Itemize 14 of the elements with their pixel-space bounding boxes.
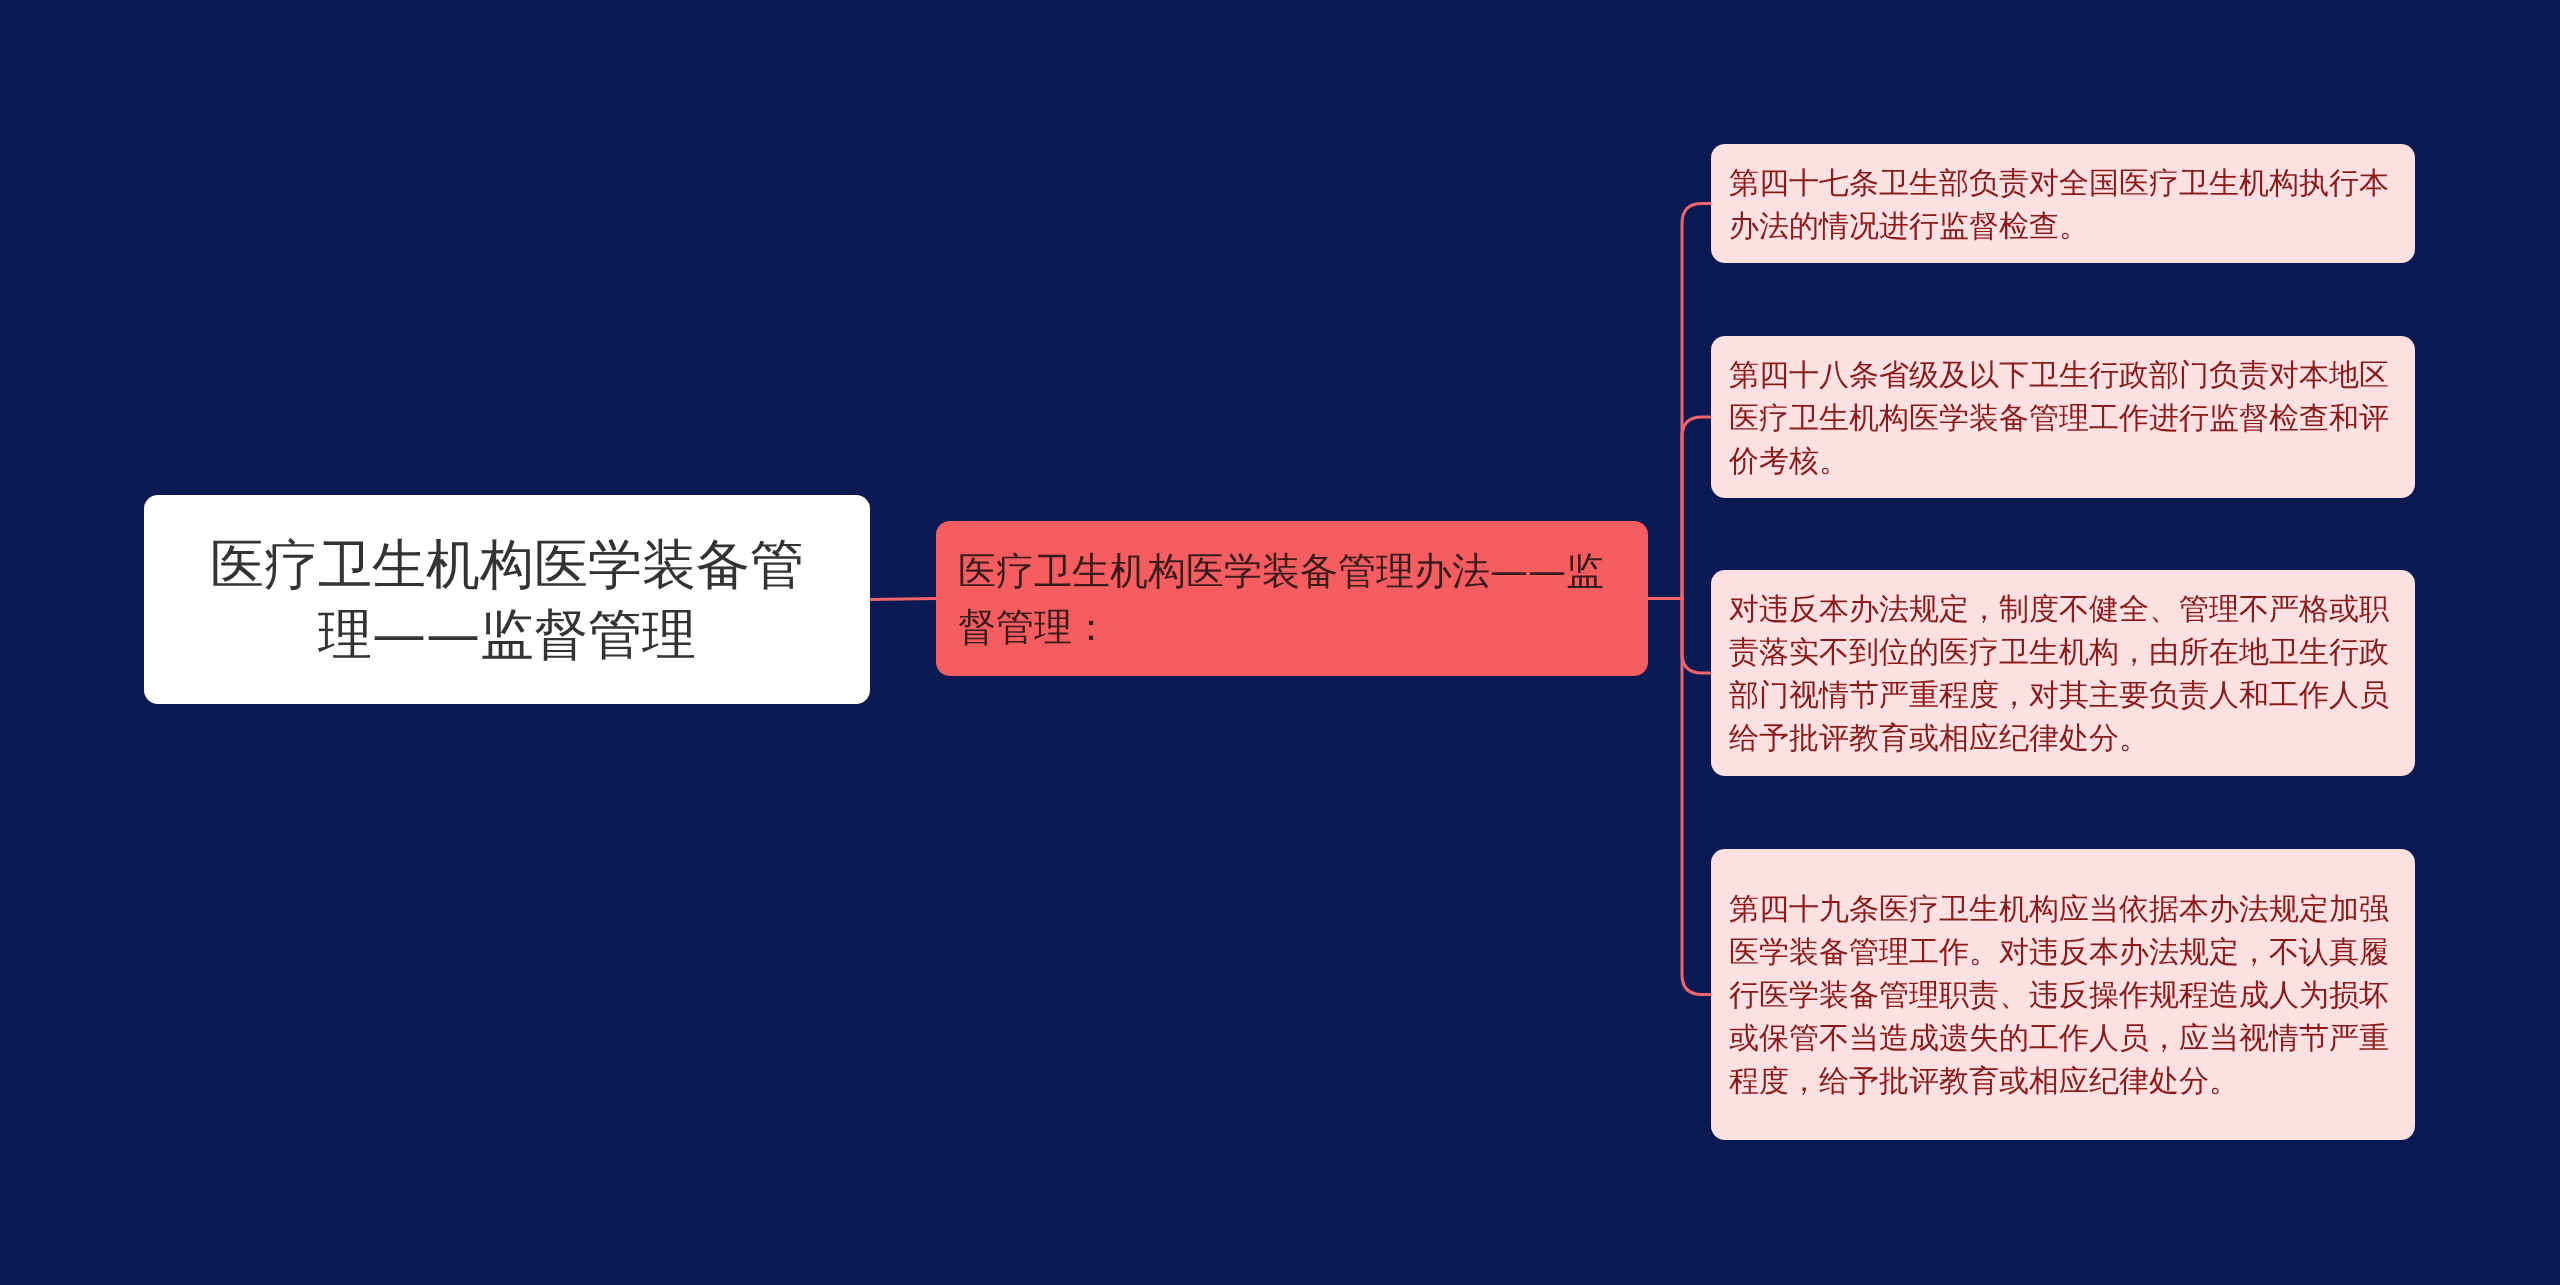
topic-text: 医疗卫生机构医学装备管理——监督管理 — [209, 531, 805, 668]
subtopic-box — [1711, 336, 2415, 498]
topic-text: 对违反本办法规定，制度不健全、管理不严格或职责落实不到位的医疗卫生机构，由所在地卫生行政部门视情节严重程度，对其主要负责人和工作人员给予批评教育或相应纪律处分。 — [1729, 590, 2390, 757]
subtopic-box — [1711, 570, 2415, 776]
topic-text: 第四十八条省级及以下卫生行政部门负责对本地区医疗卫生机构医学装备管理工作进行监督检查和评价考核。 — [1729, 355, 2390, 480]
topic-text: 第四十九条医疗卫生机构应当依据本办法规定加强医学装备管理工作。对违反本办法规定，不认真履行医学装备管理职责、违反操作规程造成人为损坏或保管不当造成遗失的工作人员，应当视情节严重程度，给予批评教育或相应纪律处分。 — [1729, 890, 2390, 1100]
connector-line — [1648, 597, 1711, 996]
connector-line — [869, 597, 937, 601]
subtopic-box — [1711, 849, 2415, 1140]
topic-text: 第四十七条卫生部负责对全国医疗卫生机构执行本办法的情况进行监督检查。 — [1729, 163, 2390, 245]
subtopic-box — [1711, 144, 2415, 263]
main-topic-box — [936, 521, 1648, 676]
topic-text: 医疗卫生机构医学装备管理办法——监督管理： — [958, 547, 1605, 651]
root-topic-box — [144, 495, 870, 704]
